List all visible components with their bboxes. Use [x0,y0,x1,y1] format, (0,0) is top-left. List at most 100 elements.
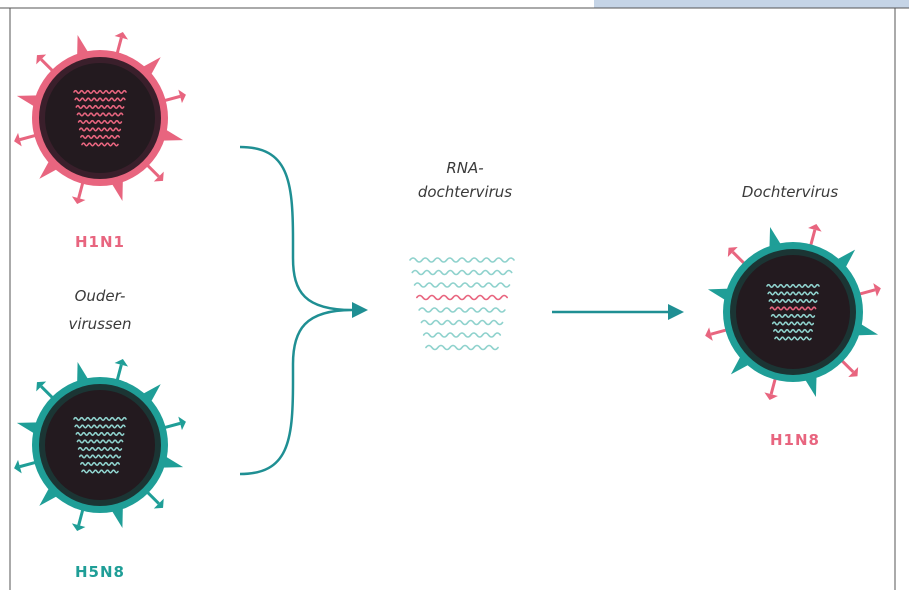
h5n8-label: H5N8 [75,563,125,581]
rna-strand [76,112,124,117]
ha-spike [111,506,123,529]
rna-caption-line1: RNA- [446,159,484,177]
parents-caption-line2: virussen [68,315,132,333]
rna-strand [73,89,127,95]
ha-spike [707,288,730,301]
na-spike-head [36,54,47,65]
frame-accent-tab [594,0,909,8]
na-spike [163,421,181,430]
h1n8-virus-icon [705,224,881,400]
na-spike [145,163,160,178]
na-spike [858,288,876,296]
virus-core [45,63,155,173]
na-spike-head [153,171,164,182]
rna-strand [75,431,125,437]
na-spike-head [153,498,164,509]
rna-strand [770,313,816,319]
rna-strand [76,439,124,444]
rna-caption-line2: dochtervirus [417,183,513,201]
rna-strand [411,269,513,276]
na-spike-head [114,358,129,367]
na-spike [731,250,746,266]
ha-spike [856,323,879,336]
na-spike-head [178,416,186,431]
ha-spike [16,95,39,107]
rna-strand [75,104,125,110]
ha-spike [16,422,39,434]
rna-strand [416,294,508,301]
h1n1-virus-icon [14,31,186,205]
rna-strand [80,461,120,467]
rna-strand [73,416,127,422]
na-spike-head [114,31,129,40]
na-spike [809,229,817,247]
ha-spike [77,34,89,57]
result-arrowhead [668,304,684,320]
na-spike-head [14,132,22,147]
rna-strand [78,454,122,459]
virus-core [736,255,850,369]
rna-strand [80,134,120,140]
rna-strand [77,446,123,452]
rna-strand [768,298,818,304]
rna-strands-icon [409,257,515,351]
na-spike-head [71,523,86,532]
na-spike [77,181,85,199]
ha-spike [804,375,817,397]
rna-strand [418,307,506,313]
na-spike-head [764,392,778,400]
rna-strand [78,127,122,132]
child-caption: Dochtervirus [741,183,839,201]
na-spike-head [36,381,47,392]
virus-core [45,390,155,500]
ha-spike [161,456,184,468]
rna-strand [766,283,820,289]
rna-strand [74,424,126,429]
na-spike-head [178,89,186,104]
rna-strand [422,332,502,338]
rna-strand [420,319,504,326]
na-spike [40,385,55,400]
rna-strand [771,321,815,326]
rna-strand [773,328,813,334]
na-spike-head [705,327,713,341]
na-spike [840,358,855,374]
h1n8-label: H1N8 [770,431,820,449]
na-spike [710,328,728,336]
merge-arrowhead [352,302,368,318]
rna-strand [774,336,812,341]
rna-strand [81,142,119,147]
na-spike [19,460,37,469]
na-spike [115,364,123,382]
rna-strand [77,119,123,125]
na-spike-head [727,247,738,257]
na-spike-head [71,196,86,205]
na-spike-head [873,283,881,297]
na-spike [40,58,55,73]
parents-caption-line1: Ouder- [74,287,126,305]
rna-strand [767,291,819,296]
ha-spike [161,129,184,141]
na-spike [163,94,181,103]
rna-strand [425,344,499,351]
rna-strand [81,469,119,474]
na-spike [145,490,160,505]
ha-spike [77,361,89,384]
rna-strand [74,97,126,102]
na-spike [769,377,777,395]
na-spike-head [848,367,859,377]
rna-strand [409,257,515,263]
rna-strand [769,306,817,311]
ha-spike [111,179,123,202]
h5n8-virus-icon [14,358,186,532]
na-spike-head [808,224,822,232]
na-spike-head [14,459,22,474]
ha-spike [769,227,782,249]
na-spike [115,37,123,55]
na-spike [77,508,85,526]
merge-bracket-arrow [239,145,353,476]
h1n1-label: H1N1 [75,233,125,251]
rna-strand [413,282,511,288]
